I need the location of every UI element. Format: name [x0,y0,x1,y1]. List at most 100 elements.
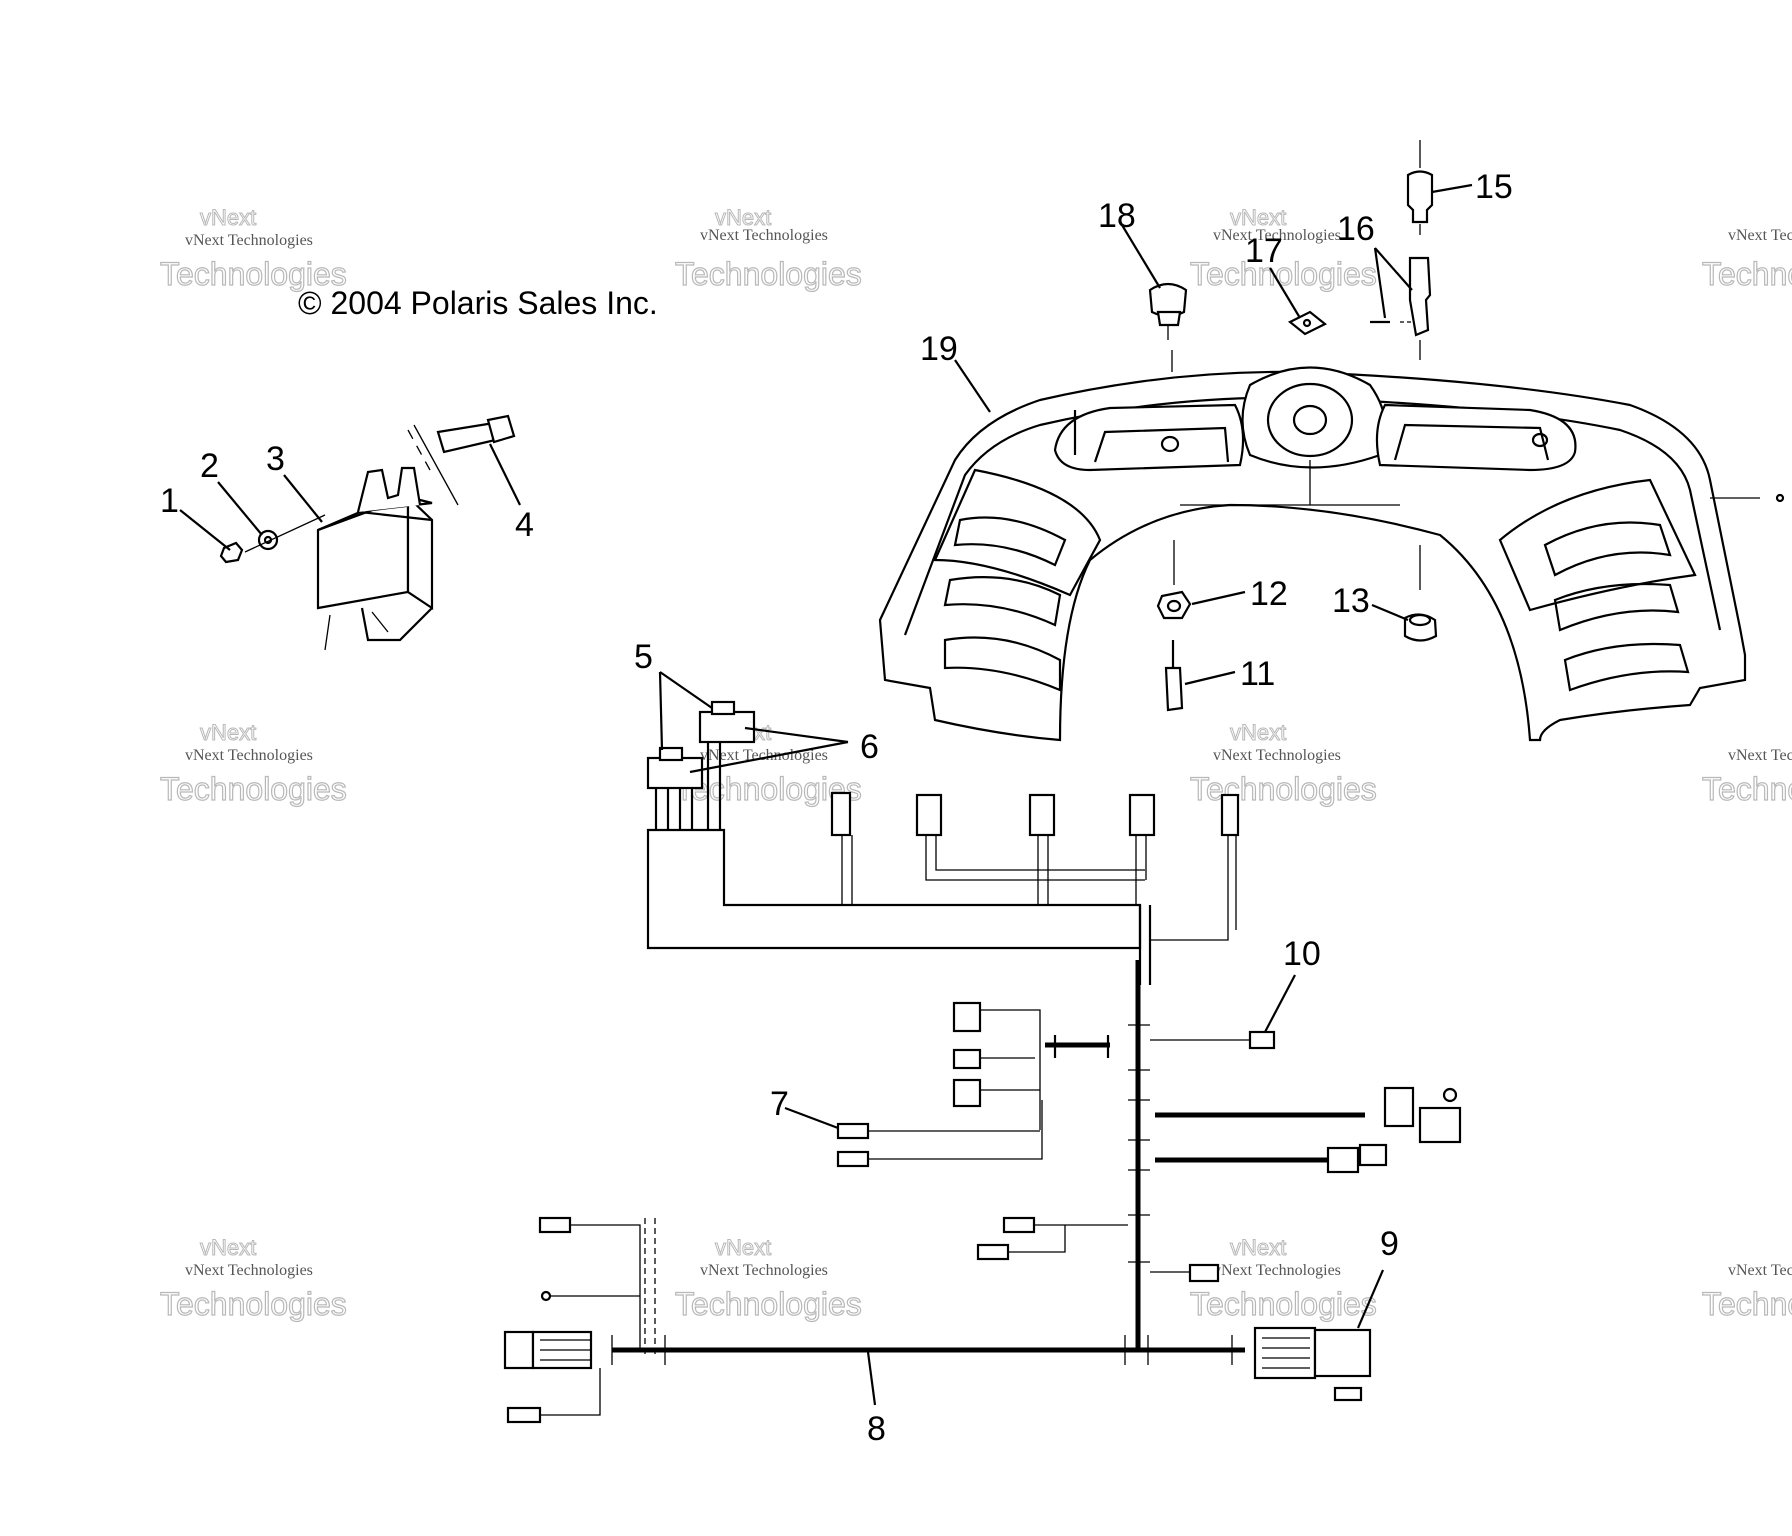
watermark-text: vNext Technologies [185,232,313,249]
leader-3 [283,474,323,523]
watermark: vNext vNext Technologies Technologies [1189,205,1377,293]
connector-left-cluster [952,1078,982,1108]
callout-19: 19 [920,330,958,368]
leader-2 [217,481,263,536]
relay-lower-wires [654,788,694,830]
leader-9 [1356,1269,1385,1329]
nut-13-top [1408,613,1432,627]
left-cluster-wires [980,1009,1041,1130]
leader-6b [689,740,849,774]
module-box-side [406,494,434,611]
left-window-inner [1093,426,1230,463]
right-vent-slot [1563,642,1690,692]
leader-15 [1431,183,1473,194]
upper-branch-wires [841,835,1237,941]
watermark-technologies: Technologies [1702,256,1792,292]
watermark: vNext Technologies Technologies [1701,1262,1792,1323]
callout-13: 13 [1332,582,1370,620]
connector-small-right [1188,1263,1220,1283]
trunk-clips [611,1335,1233,1365]
harness-clips [1128,1024,1150,1263]
watermark-vnext: vNext [715,205,771,230]
watermark-technologies: Technologies [675,256,862,292]
connector-7-wires [868,1100,1043,1160]
leader-1 [179,509,231,551]
leader-16b [1373,247,1387,319]
watermark-technologies: Technologies [1702,771,1792,807]
module-assembly [179,414,521,651]
nut-12-hole [1166,599,1182,613]
watermark: vNext vNext Technologies Technologies [159,1235,347,1323]
watermark-text: vNext Technologies [1728,1262,1792,1279]
watermark: vNext vNext Technologies Technologies [674,205,862,293]
connector-upper [1220,793,1240,837]
leader-5a [658,671,664,751]
leader-6a [744,726,849,744]
clip-17-hole [1302,318,1312,328]
connector-10 [1248,1030,1276,1050]
right-connector-ring [1442,1087,1458,1103]
small-connector-wires [1008,1224,1128,1253]
relay-upper-tab [710,700,736,716]
watermark-text: vNext Technologies [1213,1262,1341,1279]
harness-trunk-drop [1138,905,1152,985]
right-connector-upper [1383,1086,1415,1128]
watermark: vNext vNext Technologies Technologies [1189,720,1377,808]
relay-upper-wires [706,742,722,830]
watermark-vnext: vNext [715,1235,771,1260]
right-window-indicator [1531,432,1549,448]
clip-17 [1287,310,1328,336]
left-lead-dashed [644,1218,656,1355]
connector-7b [836,1150,870,1168]
connector-left-lead [538,1216,572,1234]
watermark: vNext vNext Technologies Technologies [159,205,347,293]
right-vent-slot [1553,582,1680,632]
callout-2: 2 [200,447,219,485]
callout-15: 15 [1475,168,1513,206]
connector-left-cluster [952,1048,982,1070]
watermark-technologies: Technologies [1702,1286,1792,1322]
watermark-technologies: Technologies [160,771,347,807]
connector-left-bottom [506,1406,542,1424]
bolt-axis [413,424,459,506]
right-vent-slot [1543,521,1672,577]
watermark: vNext vNext Technologies Technologies [1189,1235,1377,1323]
callout-10: 10 [1283,935,1321,973]
callout-12: 12 [1250,575,1288,613]
connector-left-block [503,1330,535,1370]
watermark-vnext: vNext [200,205,256,230]
watermark: vNext vNext Technologies Technologies [674,1235,862,1323]
bolt-centerline [407,429,431,471]
leader-16a [1374,247,1413,291]
connector-9-lead [1333,1386,1363,1402]
nut-12 [1156,590,1192,620]
leader-10 [1264,974,1296,1033]
watermark-technologies: Technologies [160,256,347,292]
watermark-technologies: Technologies [1190,256,1377,292]
watermark-text: vNext Technologies [1728,747,1792,764]
left-lead-ring [540,1290,552,1302]
connector-7 [836,1122,870,1140]
right-window-recess [1375,403,1577,472]
panel-small-parts [954,140,1473,712]
module-bottom-hole [371,611,389,633]
watermark-text: vNext Technologies [1213,227,1341,244]
module-axis-lower [324,614,331,651]
right-connector-lower-b [1358,1143,1388,1167]
leader-5b [659,671,713,709]
watermark-vnext: vNext [200,1235,256,1260]
fastener-axis [244,514,326,553]
connector-upper [830,791,852,837]
gauge-face [1266,382,1354,458]
left-lead-wires [548,1224,641,1350]
right-connector-upper-b [1418,1106,1462,1144]
callout-3: 3 [266,440,285,478]
watermark: vNext vNext Technologies Technologies [159,720,347,808]
connector-9-body [1253,1326,1317,1380]
module-mount-tab [356,466,422,513]
watermark-technologies: Technologies [1190,1286,1377,1322]
left-bottom-wire [540,1368,601,1416]
leader-19 [954,359,991,413]
watermark-text: vNext Technologies [700,227,828,244]
